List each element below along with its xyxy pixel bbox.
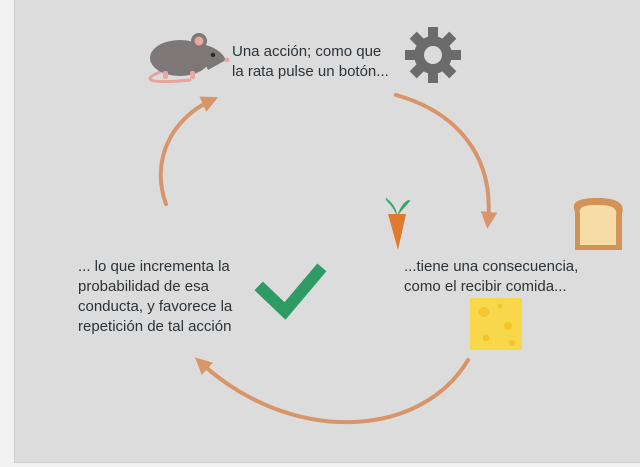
step-action-line-1: Una acción; como que [232,43,382,60]
step-reinforcement-line-2: probabilidad de esa [78,278,209,295]
checkmark-icon [254,263,327,320]
cheese-icon [470,298,522,350]
arrow-consequence-to-reinforcement [195,357,470,425]
step-action-text: Una acción; como que la rata pulse un bo… [232,42,389,82]
step-consequence-line-1: ...tiene una consecuencia, [404,258,579,275]
step-consequence-line-2: como el recibir comida... [404,278,567,295]
step-reinforcement-line-4: repetición de tal acción [78,318,232,335]
step-reinforcement-text: ... lo que incrementa la probabilidad de… [78,257,232,337]
step-action-line-2: la rata pulse un botón... [232,63,389,80]
arrow-reinforcement-to-action [158,96,219,206]
gear-icon [405,27,461,83]
step-reinforcement-line-3: conducta, y favorece la [78,298,233,315]
step-consequence-text: ...tiene una consecuencia, como el recib… [404,257,578,297]
carrot-icon [385,198,410,250]
step-reinforcement-line-1: ... lo que incrementa la [78,258,230,275]
arrow-action-to-consequence [394,93,498,229]
rat-icon [148,33,230,84]
diagram-panel [14,0,640,463]
bread-icon [573,198,623,250]
